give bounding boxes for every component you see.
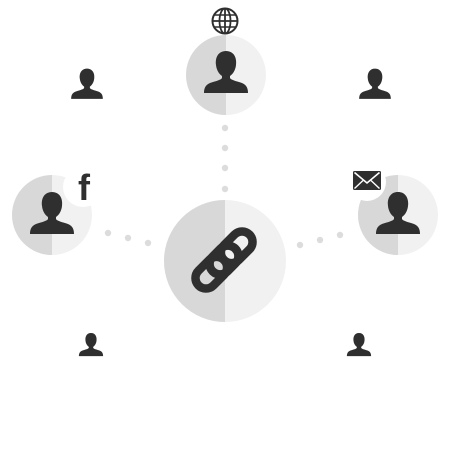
envelope-badge	[348, 163, 386, 201]
node-center	[164, 200, 286, 322]
facebook-badge: f	[63, 167, 103, 208]
facebook-icon: f	[78, 167, 91, 208]
node-top	[186, 35, 266, 115]
person-icon-small-bottom-right	[346, 333, 372, 357]
connector-top	[221, 124, 229, 193]
globe-icon	[211, 7, 239, 35]
person-icon-small-top-right	[359, 68, 391, 99]
envelope-icon	[353, 171, 381, 190]
person-icon-small-bottom-left	[78, 333, 104, 357]
chain-link-icon	[191, 227, 257, 293]
connector-left	[104, 229, 152, 247]
connector-right	[296, 231, 344, 249]
person-icon-small-top-left	[71, 68, 103, 99]
